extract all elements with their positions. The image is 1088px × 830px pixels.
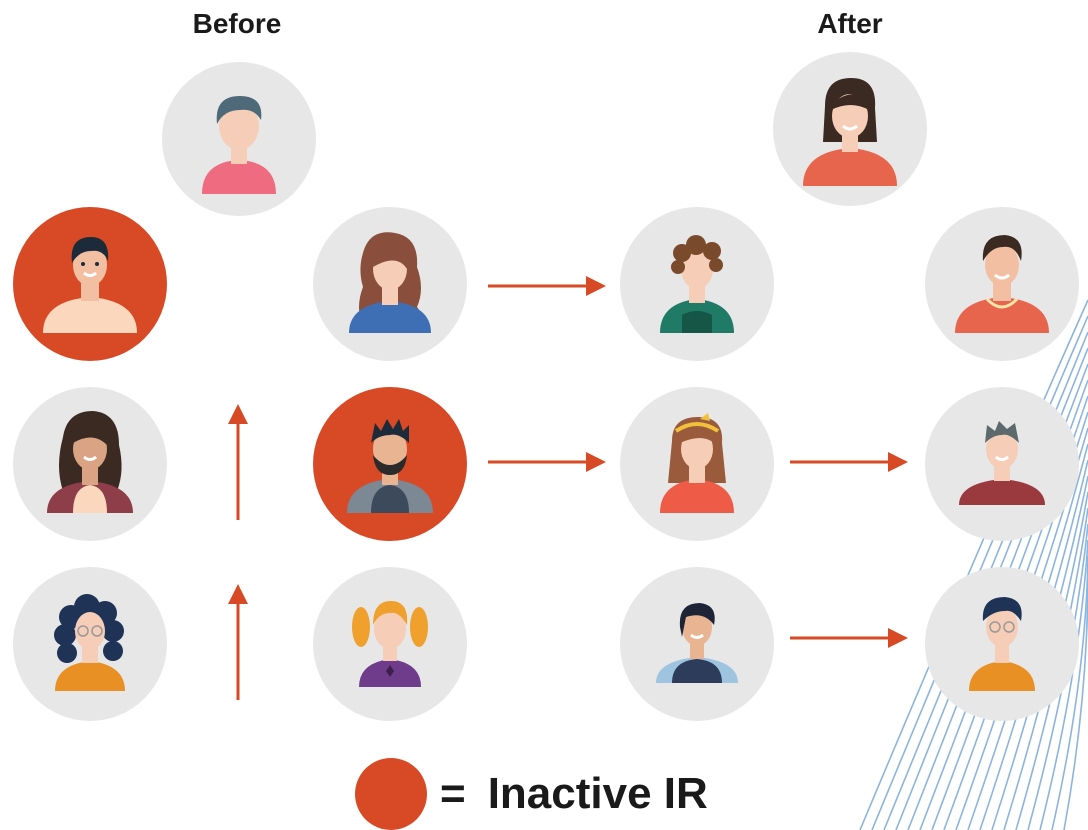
avatar-after-top: [773, 52, 927, 206]
woman-bob-coral-top-icon: [803, 78, 897, 186]
arrow-right-1: [488, 276, 606, 296]
avatar-before-left-3: [13, 567, 167, 721]
arrow-right-3: [790, 452, 908, 472]
arrow-right-4: [790, 628, 908, 648]
avatar-before-left-2: [13, 387, 167, 541]
avatar-after-mid-2: [620, 387, 774, 541]
man-pink-shirt-icon: [202, 96, 276, 194]
before-heading: Before: [192, 8, 282, 39]
avatar-after-right-2: [925, 387, 1079, 541]
avatar-after-mid-1: [620, 207, 774, 361]
man-beard-gray-shirt-icon: [347, 419, 433, 513]
man-cream-shirt-icon: [43, 237, 137, 333]
avatar-after-right-1: [925, 207, 1079, 361]
avatar-before-mid-1: [313, 207, 467, 361]
woman-long-wavy-hair-blue-jacket-icon: [349, 232, 431, 333]
arrow-up-lower: [228, 584, 248, 700]
man-coral-shirt-icon: [955, 235, 1049, 333]
woman-short-hair-vest-icon: [656, 603, 738, 683]
man-gray-hair-maroon-shirt-icon: [959, 421, 1045, 505]
arrow-right-2: [488, 452, 606, 472]
woman-curly-hair-glasses-icon: [54, 594, 125, 691]
avatar-after-mid-3: [620, 567, 774, 721]
girl-pigtails-purple-shirt-icon: [352, 601, 428, 687]
girl-headband-red-shirt-icon: [660, 413, 734, 513]
avatar-after-right-3: [925, 567, 1079, 721]
boy-glasses-orange-shirt-icon: [969, 597, 1035, 691]
avatar-before-top: [162, 62, 316, 216]
legend-inactive-label: Inactive IR: [487, 769, 708, 818]
legend-equals: =: [440, 769, 466, 818]
woman-wavy-hair-maroon-cardigan-icon: [47, 411, 133, 513]
avatar-before-left-1: [13, 207, 167, 361]
after-heading: After: [817, 8, 883, 39]
arrow-up-upper: [228, 404, 248, 520]
avatar-before-mid-3: [313, 567, 467, 721]
curly-hair-green-shirt-icon: [660, 235, 734, 333]
legend-label: = Inactive IR: [440, 758, 708, 830]
legend-inactive-swatch: [355, 758, 427, 830]
avatar-before-mid-2: [313, 387, 467, 541]
